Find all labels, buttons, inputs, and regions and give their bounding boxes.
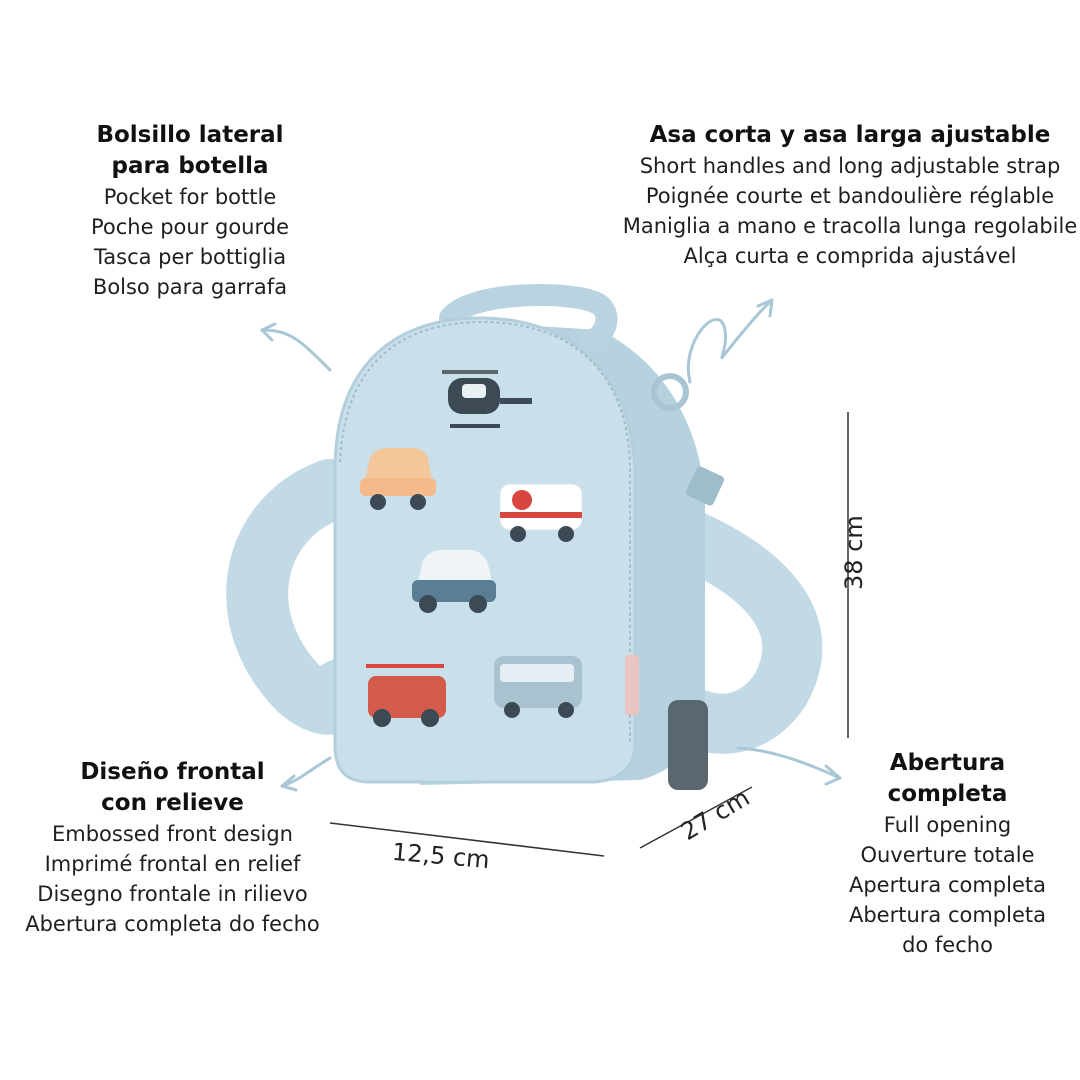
feature-line: Abertura completa: [848, 903, 1046, 927]
arrow-pocket: [260, 328, 332, 372]
feature-title: Abertura: [889, 750, 1006, 776]
zipper-charm: [668, 700, 708, 790]
feature-line: Disegno frontale in rilievo: [37, 882, 308, 906]
height-label: 38 cm: [840, 515, 868, 590]
taxi-print: [360, 448, 436, 510]
zipper-line: [339, 320, 631, 745]
shoulder-strap-right: [610, 490, 823, 754]
feature-line: Pocket for bottle: [103, 185, 277, 209]
feature-title: para botella: [111, 153, 269, 179]
arrow-opening: [736, 746, 842, 780]
feature-line: Full opening: [883, 813, 1012, 837]
feature-title: con relieve: [101, 790, 244, 816]
feature-line: Embossed front design: [51, 822, 293, 846]
feature-line: Poche pour gourde: [90, 215, 289, 239]
feature-line: Maniglia a mano e tracolla lunga regolab…: [622, 214, 1078, 238]
feature-line: Bolso para garrafa: [92, 275, 288, 299]
feature-title: Diseño frontal: [80, 759, 265, 785]
feature-title: Bolsillo lateral: [96, 122, 284, 148]
feature-line: Imprimé frontal en relief: [44, 852, 301, 876]
top-handle: [439, 284, 618, 351]
bus-print: [494, 656, 582, 718]
feature-opening: Abertura completa Full opening Ouverture…: [820, 748, 1075, 960]
strap-ring: [651, 373, 689, 411]
feature-line: Ouverture totale: [860, 843, 1035, 867]
feature-line: Apertura completa: [848, 873, 1046, 897]
ambulance-print: [499, 483, 583, 542]
feature-line: Abertura completa do fecho: [25, 912, 320, 936]
brand-tag: [625, 655, 639, 715]
arrow-straps: [686, 298, 774, 384]
fire-truck-print: [366, 664, 446, 727]
helicopter-print: [442, 370, 532, 428]
depth-dimension-line: [639, 786, 753, 849]
feature-line: Tasca per bottiglia: [93, 245, 287, 269]
police-car-print: [412, 550, 496, 613]
feature-title: Asa corta y asa larga ajustable: [649, 122, 1051, 148]
width-dimension-line: [329, 822, 605, 857]
feature-line: do fecho: [902, 933, 993, 957]
feature-line: Alça curta e comprida ajustável: [683, 244, 1017, 268]
shoulder-strap-left: [226, 459, 372, 735]
feature-bottle-pocket: Bolsillo lateral para botella Pocket for…: [40, 120, 340, 302]
feature-front-design: Diseño frontal con relieve Embossed fron…: [0, 757, 345, 939]
feature-line: Short handles and long adjustable strap: [639, 154, 1061, 178]
strap-buckle: [685, 466, 725, 506]
feature-title: completa: [887, 781, 1008, 807]
feature-line: Poignée courte et bandoulière réglable: [645, 184, 1055, 208]
feature-straps: Asa corta y asa larga ajustable Short ha…: [600, 120, 1080, 271]
